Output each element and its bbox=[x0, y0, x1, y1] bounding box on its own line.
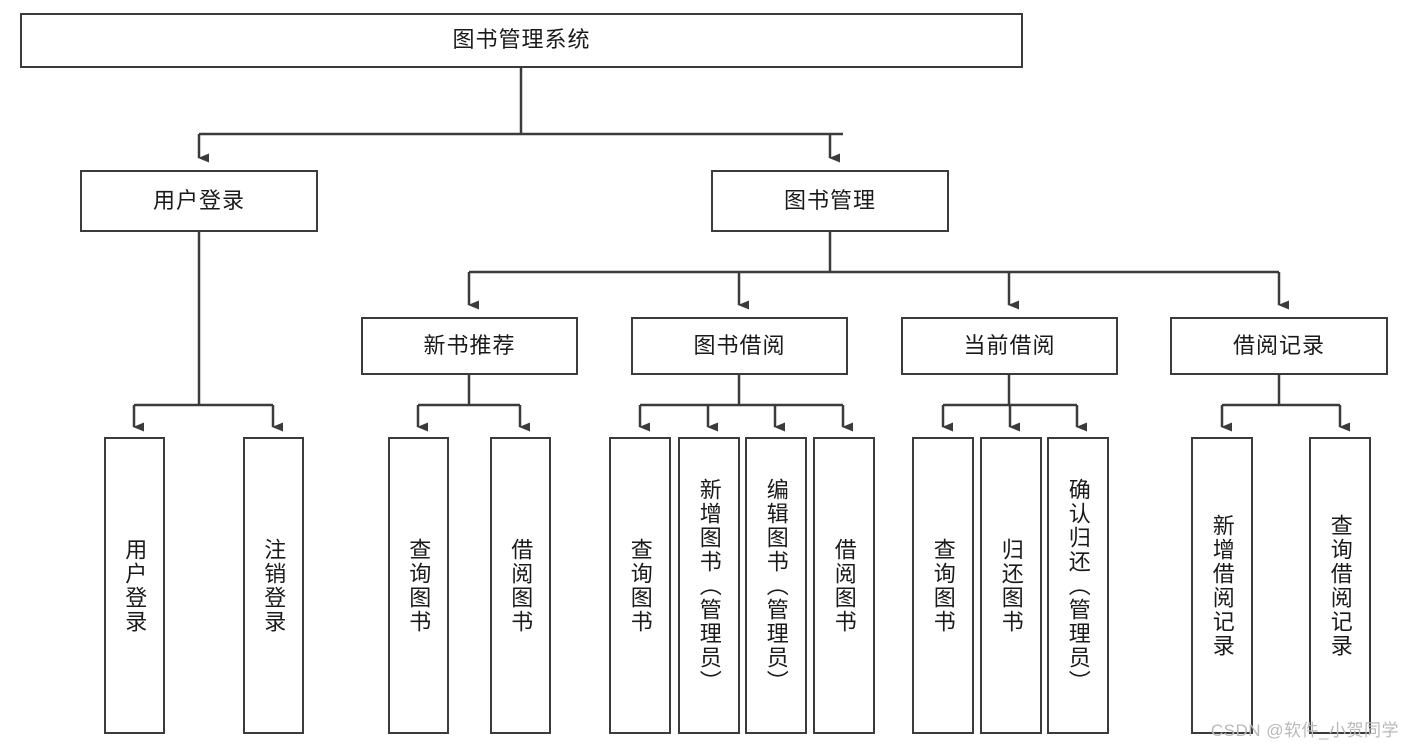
node-label: 新书推荐 bbox=[423, 332, 516, 358]
node-label: 用户登录 bbox=[152, 187, 245, 213]
node-book-management-system[interactable]: 图书管理系统 bbox=[20, 13, 1023, 68]
watermark-text: CSDN @软件_小贺同学 bbox=[1210, 721, 1399, 740]
node-new-book-recommend[interactable]: 新书推荐 bbox=[361, 317, 578, 375]
node-label: 查询图书 bbox=[406, 537, 432, 634]
node-label: 确认归还（管理员） bbox=[1065, 477, 1091, 694]
node-current-borrow[interactable]: 当前借阅 bbox=[901, 317, 1118, 375]
node-leaf-query-book-1[interactable]: 查询图书 bbox=[388, 437, 449, 734]
node-user-login[interactable]: 用户登录 bbox=[80, 170, 318, 232]
node-label: 图书借阅 bbox=[693, 332, 786, 358]
node-leaf-query-book-2[interactable]: 查询图书 bbox=[609, 437, 671, 734]
node-label: 当前借阅 bbox=[963, 332, 1056, 358]
node-leaf-add-record[interactable]: 新增借阅记录 bbox=[1191, 437, 1253, 734]
node-leaf-query-record[interactable]: 查询借阅记录 bbox=[1309, 437, 1371, 734]
node-label: 查询图书 bbox=[930, 537, 956, 634]
node-book-borrow[interactable]: 图书借阅 bbox=[631, 317, 848, 375]
node-label: 借阅图书 bbox=[831, 537, 857, 634]
node-label: 归还图书 bbox=[998, 537, 1024, 634]
node-label: 用户登录 bbox=[122, 537, 148, 634]
node-leaf-query-book-3[interactable]: 查询图书 bbox=[912, 437, 974, 734]
node-book-management[interactable]: 图书管理 bbox=[711, 170, 949, 232]
node-leaf-borrow-book-2[interactable]: 借阅图书 bbox=[813, 437, 875, 734]
node-leaf-edit-book[interactable]: 编辑图书（管理员） bbox=[745, 437, 807, 734]
node-label: 图书管理系统 bbox=[452, 27, 591, 53]
node-label: 借阅记录 bbox=[1232, 332, 1325, 358]
node-label: 新增图书（管理员） bbox=[696, 477, 722, 694]
node-label: 编辑图书（管理员） bbox=[763, 477, 789, 694]
node-leaf-add-book[interactable]: 新增图书（管理员） bbox=[678, 437, 740, 734]
node-leaf-borrow-book-1[interactable]: 借阅图书 bbox=[490, 437, 551, 734]
node-label: 注销登录 bbox=[261, 537, 287, 634]
node-label: 查询借阅记录 bbox=[1327, 513, 1353, 658]
node-leaf-logout-login[interactable]: 注销登录 bbox=[243, 437, 304, 734]
node-leaf-return-book[interactable]: 归还图书 bbox=[980, 437, 1042, 734]
node-leaf-confirm-return[interactable]: 确认归还（管理员） bbox=[1047, 437, 1109, 734]
node-label: 查询图书 bbox=[627, 537, 653, 634]
node-label: 图书管理 bbox=[783, 187, 876, 213]
node-leaf-user-login[interactable]: 用户登录 bbox=[104, 437, 165, 734]
node-borrow-record[interactable]: 借阅记录 bbox=[1170, 317, 1388, 375]
node-label: 新增借阅记录 bbox=[1209, 513, 1235, 658]
node-label: 借阅图书 bbox=[508, 537, 534, 634]
